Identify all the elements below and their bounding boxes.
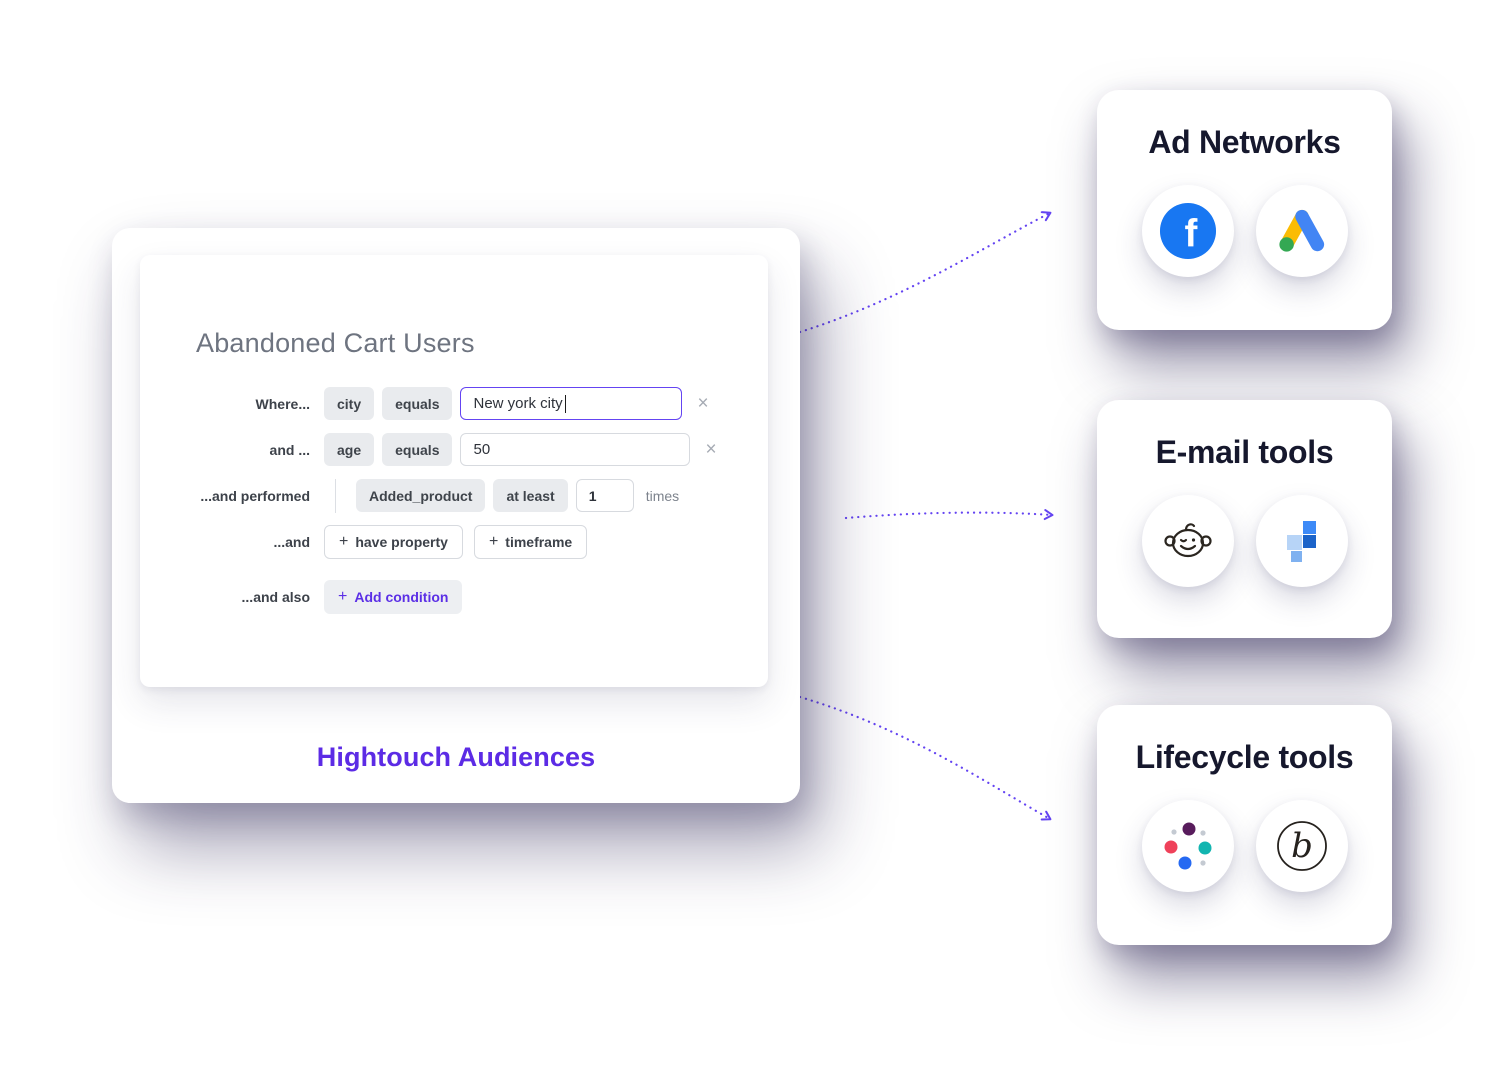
row-label-also: ...and also <box>241 588 310 605</box>
plus-icon: + <box>338 587 348 605</box>
condition-row-and: and ... age equals 50 × <box>140 433 768 466</box>
operator-chip-equals-2[interactable]: equals <box>382 433 453 466</box>
remove-condition-icon[interactable]: × <box>697 393 709 414</box>
plus-icon: + <box>488 532 499 550</box>
timeframe-label: timeframe <box>505 533 573 550</box>
field-chip-age[interactable]: age <box>324 433 375 466</box>
field-chip-city[interactable]: city <box>324 387 375 420</box>
add-condition-button[interactable]: + Add condition <box>324 579 463 614</box>
age-input-value: 50 <box>473 441 491 458</box>
audience-builder-panel: Abandoned Cart Users Where... city equal… <box>140 255 768 687</box>
city-input-value: New york city <box>473 395 563 412</box>
row-label-performed: ...and performed <box>200 487 310 504</box>
add-condition-label: Add condition <box>354 588 449 605</box>
row-label-and: and ... <box>269 441 310 458</box>
arrow-to-lifecycle-tools <box>798 695 1052 821</box>
arrow-to-ad-networks <box>798 211 1052 334</box>
facebook-icon: f <box>1141 185 1234 277</box>
facebook-glyph: f <box>1184 212 1197 255</box>
row-divider <box>335 478 336 513</box>
braze-icon: b <box>1255 800 1348 892</box>
email-tools-card: E-mail tools <box>1097 400 1392 638</box>
remove-condition-icon-2[interactable]: × <box>705 439 717 460</box>
arrow-to-email-tools <box>844 509 1054 521</box>
ad-networks-title: Ad Networks <box>1148 124 1341 160</box>
timeframe-button[interactable]: + timeframe <box>473 524 588 559</box>
age-value-input[interactable]: 50 <box>460 433 691 466</box>
row-label-add-more: ...and <box>273 533 310 550</box>
hightouch-audiences-title: Hightouch Audiences <box>316 742 596 772</box>
lifecycle-tools-title: Lifecycle tools <box>1135 739 1354 775</box>
plus-icon: + <box>339 532 349 550</box>
email-tools-logos <box>1097 495 1392 587</box>
condition-row-where: Where... city equals New york city × <box>140 387 768 420</box>
lifecycle-tools-logos: b <box>1097 800 1392 892</box>
times-label: times <box>645 487 680 504</box>
audience-title: Abandoned Cart Users <box>196 328 475 358</box>
condition-row-performed: ...and performed Added_product at least … <box>140 478 768 513</box>
braze-glyph: b <box>1291 826 1313 866</box>
event-chip-added-product[interactable]: Added_product <box>356 479 486 512</box>
row-label-where: Where... <box>255 395 310 412</box>
ad-networks-logos: f <box>1097 185 1392 277</box>
lifecycle-tools-card: Lifecycle tools b <box>1097 705 1392 945</box>
count-input[interactable]: 1 <box>575 479 634 512</box>
operator-chip-equals[interactable]: equals <box>382 387 453 420</box>
google-ads-icon <box>1255 185 1348 277</box>
condition-row-add-more: ...and + have property + timeframe <box>140 524 768 559</box>
city-value-input[interactable]: New york city <box>460 387 683 420</box>
iterable-icon <box>1141 800 1234 892</box>
operator-chip-at-least[interactable]: at least <box>493 479 568 512</box>
email-pixel-grid-icon <box>1255 495 1348 587</box>
have-property-label: have property <box>355 533 448 550</box>
text-cursor <box>564 394 567 413</box>
condition-row-also: ...and also + Add condition <box>140 579 768 614</box>
hightouch-audiences-card: Abandoned Cart Users Where... city equal… <box>112 228 800 803</box>
mailchimp-icon <box>1141 495 1234 587</box>
ad-networks-card: Ad Networks f <box>1097 90 1392 330</box>
have-property-button[interactable]: + have property <box>324 524 463 559</box>
count-input-value: 1 <box>588 487 597 504</box>
email-tools-title: E-mail tools <box>1155 434 1334 470</box>
